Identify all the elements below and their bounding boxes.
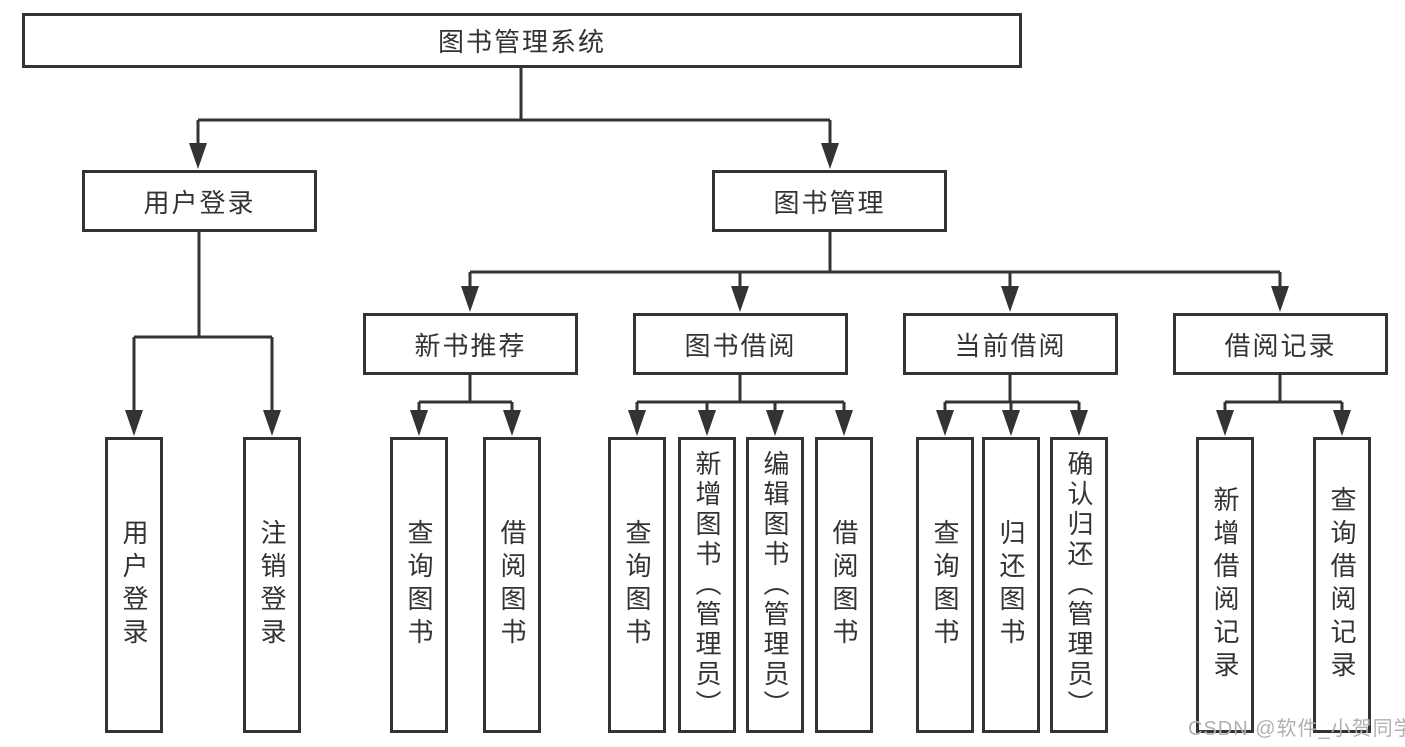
leaf-borrow-books-borrow-label: 借阅图书 [829, 519, 859, 651]
leaf-borrow-books-recommend-label: 借阅图书 [497, 519, 527, 651]
node-borrow-records-label: 借阅记录 [1224, 330, 1337, 361]
leaf-edit-book-admin: 编辑图书（管理员） [746, 437, 804, 733]
leaf-query-books-recommend-label: 查询图书 [404, 519, 434, 651]
leaf-user-login-label: 用户登录 [119, 519, 149, 651]
leaf-add-borrow-record: 新增借阅记录 [1196, 437, 1254, 733]
leaf-logout-label: 注销登录 [257, 519, 287, 651]
node-borrow-records: 借阅记录 [1173, 313, 1388, 375]
csdn-watermark: CSDN @软件_小贺同学 [1188, 718, 1405, 740]
leaf-query-books-borrow: 查询图书 [608, 437, 666, 733]
leaf-query-books-borrow-label: 查询图书 [622, 519, 652, 651]
leaf-confirm-return-admin: 确认归还（管理员） [1050, 437, 1108, 733]
leaf-query-books-current: 查询图书 [916, 437, 974, 733]
leaf-add-book-admin-label: 新增图书（管理员） [692, 450, 722, 720]
leaf-add-book-admin: 新增图书（管理员） [678, 437, 736, 733]
leaf-query-borrow-record-label: 查询借阅记录 [1327, 486, 1357, 684]
node-book-management-label: 图书管理 [773, 187, 886, 218]
node-new-book-recommend-label: 新书推荐 [414, 330, 527, 361]
node-root: 图书管理系统 [22, 13, 1022, 68]
leaf-query-books-recommend: 查询图书 [390, 437, 448, 733]
node-root-label: 图书管理系统 [437, 27, 606, 57]
leaf-user-login: 用户登录 [105, 437, 163, 733]
node-user-login-label: 用户登录 [143, 187, 256, 218]
node-book-borrow: 图书借阅 [633, 313, 848, 375]
leaf-confirm-return-admin-label: 确认归还（管理员） [1064, 450, 1094, 720]
node-new-book-recommend: 新书推荐 [363, 313, 578, 375]
leaf-edit-book-admin-label: 编辑图书（管理员） [760, 450, 790, 720]
node-user-login: 用户登录 [82, 170, 317, 232]
leaf-borrow-books-borrow: 借阅图书 [815, 437, 873, 733]
node-current-borrow: 当前借阅 [903, 313, 1118, 375]
leaf-query-borrow-record: 查询借阅记录 [1313, 437, 1371, 733]
node-current-borrow-label: 当前借阅 [954, 330, 1067, 361]
leaf-logout: 注销登录 [243, 437, 301, 733]
leaf-return-book-label: 归还图书 [996, 519, 1026, 651]
leaf-return-book: 归还图书 [982, 437, 1040, 733]
node-book-management: 图书管理 [712, 170, 947, 232]
node-book-borrow-label: 图书借阅 [684, 330, 797, 361]
leaf-query-books-current-label: 查询图书 [930, 519, 960, 651]
leaf-borrow-books-recommend: 借阅图书 [483, 437, 541, 733]
leaf-add-borrow-record-label: 新增借阅记录 [1210, 486, 1240, 684]
